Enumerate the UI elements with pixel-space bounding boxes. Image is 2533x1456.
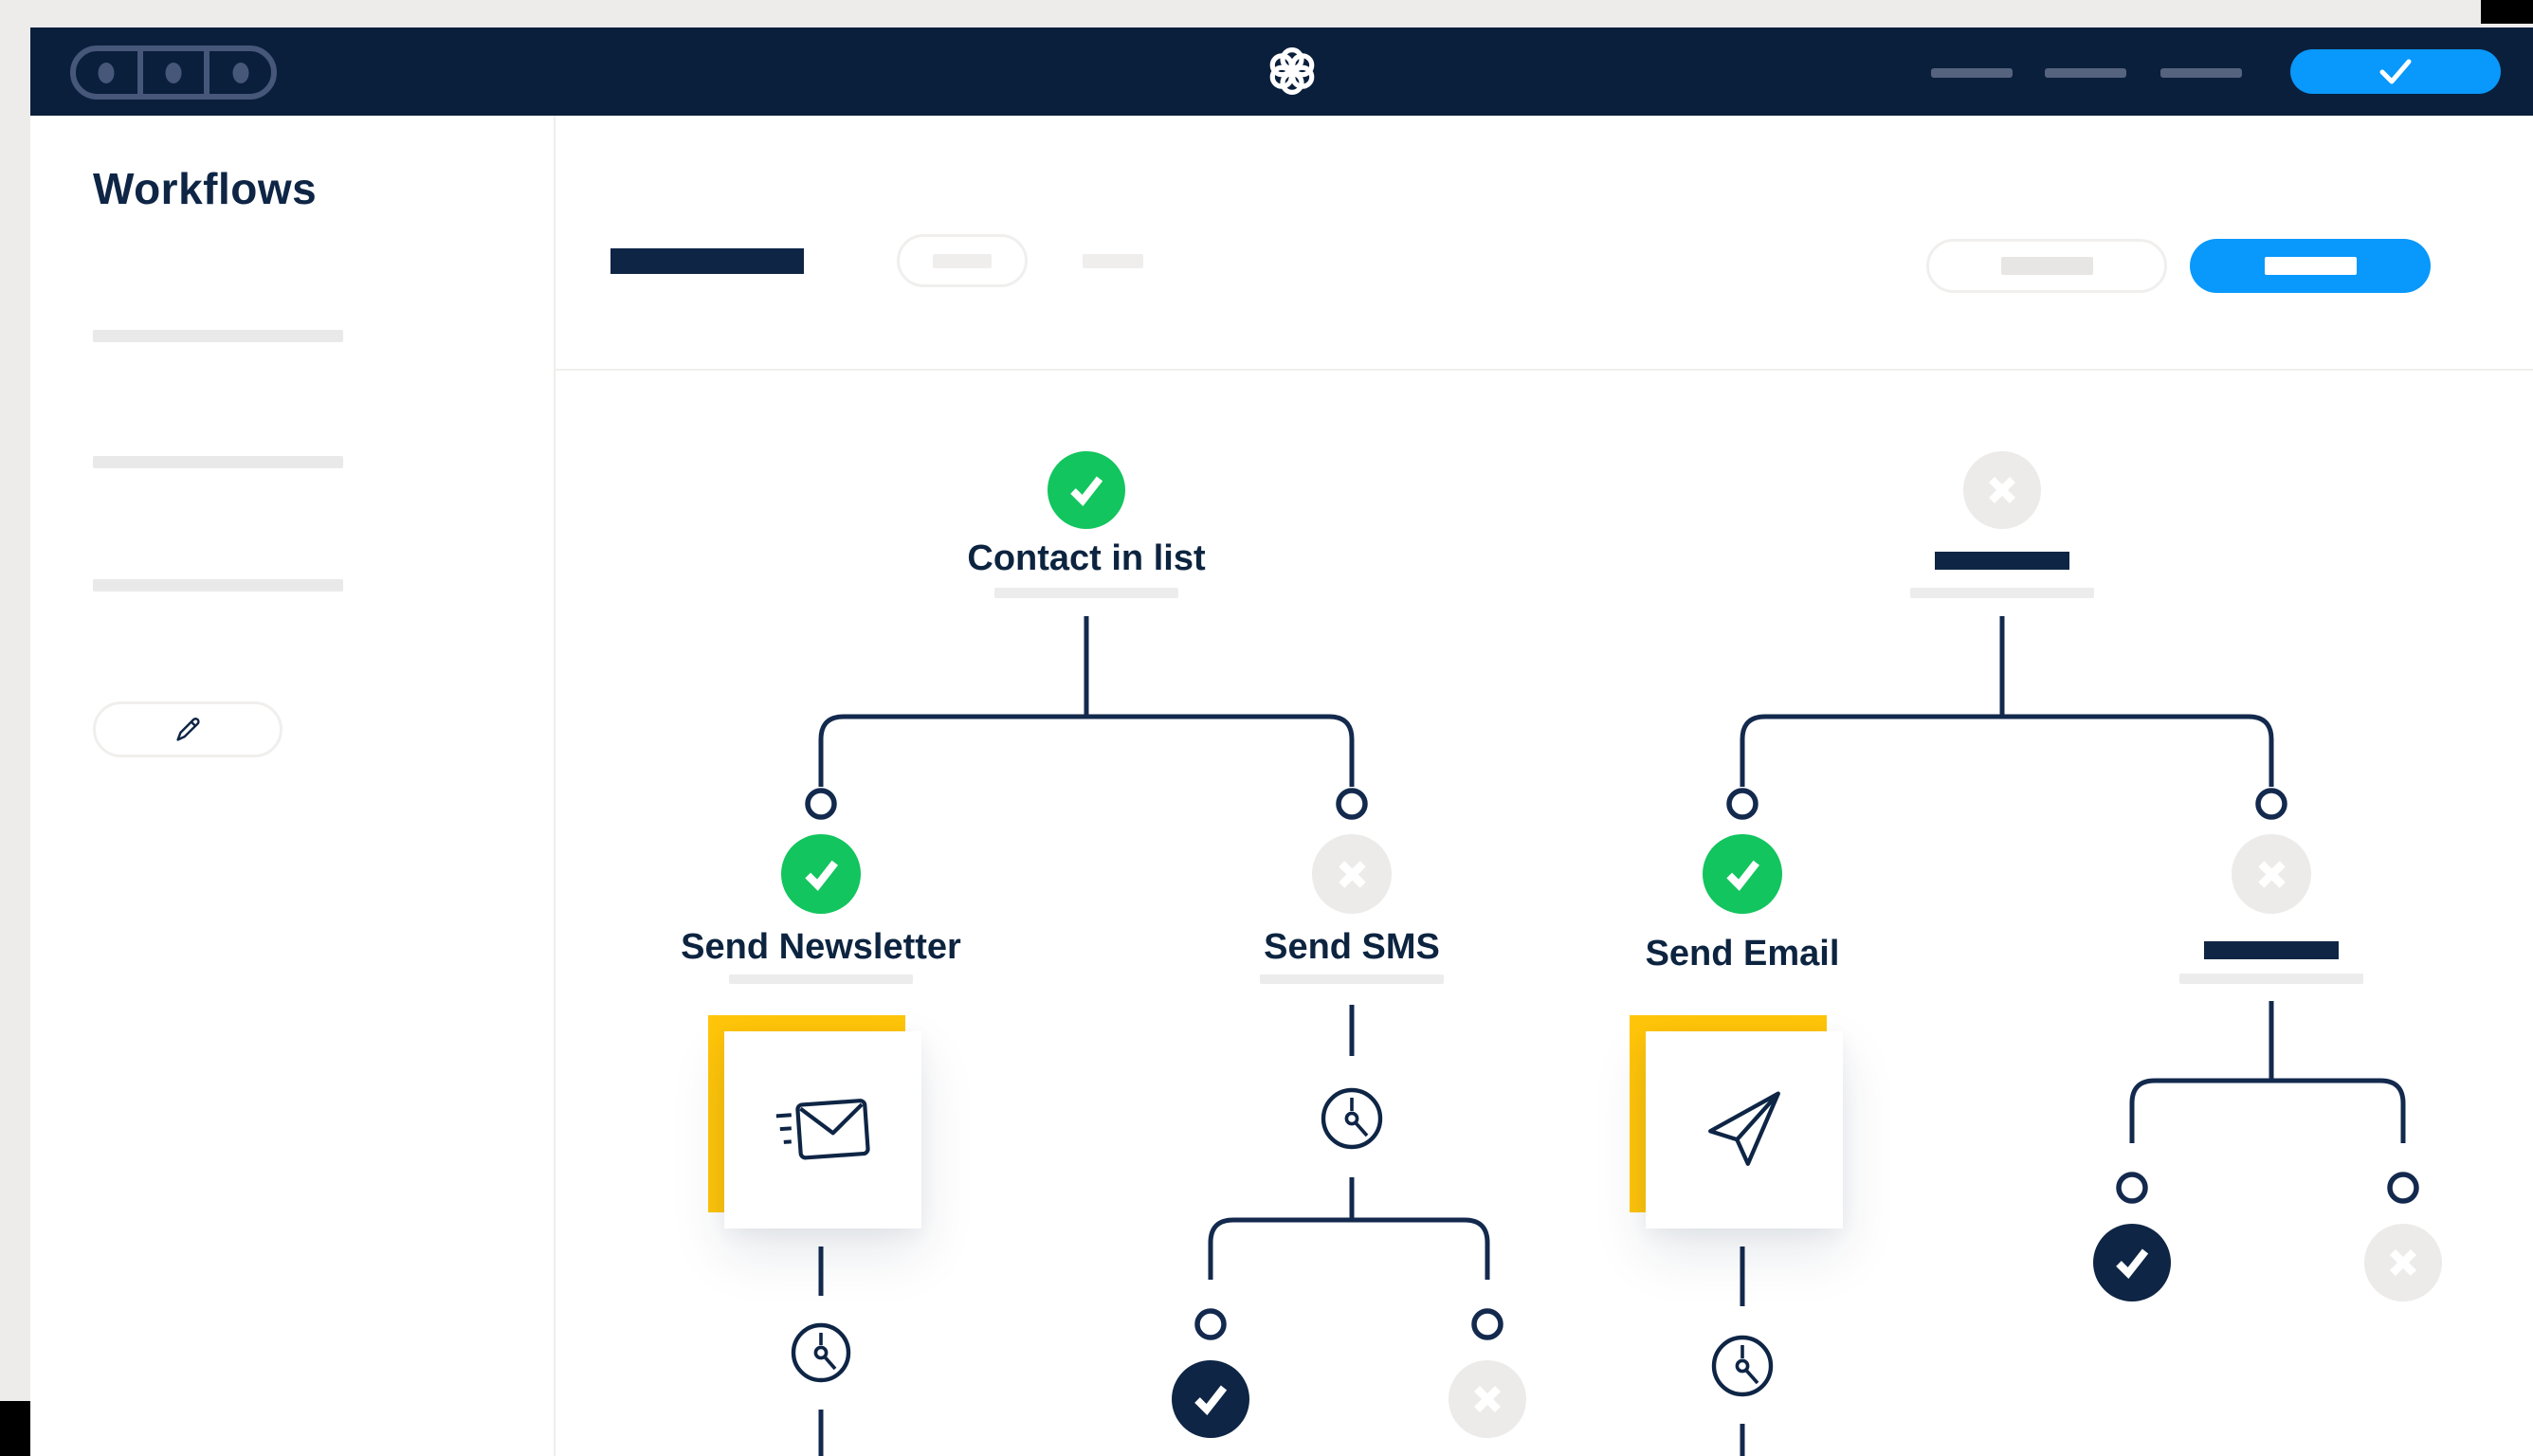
sidebar-item-placeholder[interactable] bbox=[93, 456, 343, 468]
dot-icon bbox=[98, 62, 115, 83]
backdrop-left-strip bbox=[0, 27, 30, 1401]
sidebar-item-placeholder[interactable] bbox=[93, 579, 343, 592]
sidebar: Workflows bbox=[30, 116, 556, 1456]
cross-icon bbox=[2257, 860, 2286, 888]
node-status-rejected[interactable] bbox=[1449, 1360, 1526, 1438]
node-status-rejected[interactable] bbox=[2364, 1224, 2442, 1301]
newsletter-card[interactable] bbox=[724, 1031, 921, 1228]
button-label-placeholder bbox=[2264, 257, 2357, 275]
cross-icon bbox=[1988, 476, 2016, 504]
button-label-placeholder bbox=[2000, 257, 2093, 275]
nav-item-placeholder[interactable] bbox=[2045, 68, 2126, 78]
clock-icon[interactable] bbox=[1711, 1335, 1774, 1397]
connector-dot bbox=[2255, 788, 2287, 820]
check-icon bbox=[1725, 860, 1759, 891]
node-subtext-placeholder bbox=[2179, 974, 2363, 984]
workflow-connector-lines bbox=[791, 616, 2419, 1456]
connector-dot bbox=[2116, 1172, 2148, 1204]
backdrop-corner-bottom-left bbox=[0, 1401, 30, 1456]
dot-icon bbox=[165, 62, 182, 83]
secondary-button-placeholder[interactable] bbox=[1926, 239, 2167, 293]
node-label: Send Newsletter bbox=[681, 927, 961, 967]
connector-dot bbox=[1336, 788, 1368, 820]
sidebar-item-placeholder[interactable] bbox=[93, 330, 343, 342]
check-icon bbox=[2116, 1248, 2149, 1280]
node-status-rejected[interactable] bbox=[1312, 834, 1392, 914]
chip-label-placeholder bbox=[933, 253, 992, 268]
pencil-icon bbox=[176, 717, 200, 741]
filter-chip-placeholder[interactable] bbox=[897, 234, 1028, 287]
node-subtext-placeholder bbox=[1910, 588, 2094, 598]
node-subtext-placeholder bbox=[729, 974, 913, 984]
paper-plane-icon bbox=[1708, 1091, 1780, 1166]
node-subtext-placeholder bbox=[994, 588, 1178, 598]
cross-icon bbox=[1338, 860, 1366, 888]
connector-dot bbox=[1726, 788, 1759, 820]
backdrop-corner-top-right bbox=[2481, 0, 2533, 24]
nav-item-placeholder[interactable] bbox=[2160, 68, 2242, 78]
window-button[interactable] bbox=[76, 51, 137, 94]
node-label: Contact in list bbox=[967, 538, 1206, 578]
node-status-success[interactable] bbox=[1703, 834, 1782, 914]
clock-icon[interactable] bbox=[1321, 1087, 1383, 1150]
node-status-rejected[interactable] bbox=[1963, 451, 2041, 529]
node-status-success[interactable] bbox=[2093, 1224, 2171, 1301]
node-label: Send Email bbox=[1645, 934, 1840, 974]
window-button[interactable] bbox=[204, 51, 271, 94]
node-status-success[interactable] bbox=[1048, 451, 1125, 529]
node-status-success[interactable] bbox=[1172, 1360, 1249, 1438]
connector-dot bbox=[1194, 1308, 1227, 1340]
node-status-success[interactable] bbox=[781, 834, 861, 914]
connector-dot bbox=[2387, 1172, 2419, 1204]
primary-button-placeholder[interactable] bbox=[2190, 239, 2431, 293]
email-card[interactable] bbox=[1646, 1031, 1843, 1228]
header-divider bbox=[556, 369, 2533, 371]
backdrop-top-strip bbox=[0, 0, 2533, 27]
sending-email-icon bbox=[775, 1099, 870, 1160]
clock-icon[interactable] bbox=[791, 1322, 851, 1383]
top-app-bar bbox=[30, 27, 2533, 116]
connector-dot bbox=[1471, 1308, 1503, 1340]
confirm-button[interactable] bbox=[2290, 49, 2501, 94]
edit-workflow-button[interactable] bbox=[93, 701, 282, 757]
node-label-placeholder bbox=[1935, 552, 2069, 570]
page-title-placeholder bbox=[610, 248, 804, 274]
check-icon bbox=[1194, 1385, 1228, 1416]
sendinblue-flower-icon bbox=[1267, 46, 1317, 96]
window-buttons-icon[interactable] bbox=[70, 46, 277, 100]
check-icon bbox=[2379, 59, 2412, 83]
node-label-placeholder bbox=[2204, 941, 2339, 959]
nav-item-placeholder[interactable] bbox=[1931, 68, 2013, 78]
node-label: Send SMS bbox=[1264, 927, 1440, 967]
cross-icon bbox=[1473, 1385, 1502, 1413]
node-subtext-placeholder bbox=[1260, 974, 1444, 984]
window-button[interactable] bbox=[137, 51, 205, 94]
node-status-rejected[interactable] bbox=[2232, 834, 2311, 914]
sidebar-title: Workflows bbox=[93, 164, 318, 213]
dot-icon bbox=[232, 62, 249, 83]
cross-icon bbox=[2389, 1248, 2417, 1277]
check-icon bbox=[1070, 476, 1103, 507]
toolbar-text-placeholder bbox=[1083, 254, 1143, 268]
check-icon bbox=[804, 860, 838, 891]
connector-dot bbox=[805, 788, 837, 820]
